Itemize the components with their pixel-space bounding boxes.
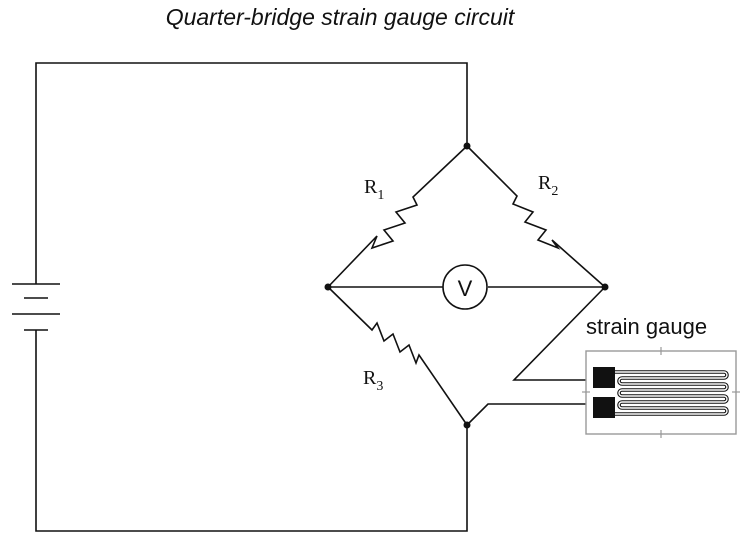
label-r1: R1 — [364, 176, 384, 203]
label-r2: R2 — [538, 172, 558, 199]
junction-nodes — [324, 142, 609, 429]
diagram-title: Quarter-bridge strain gauge circuit — [165, 4, 515, 30]
outer-wiring — [35, 62, 468, 532]
voltmeter-circle — [442, 264, 488, 310]
node-left — [324, 283, 332, 291]
node-bottom — [463, 421, 471, 429]
label-strain-gauge: strain gauge — [586, 314, 707, 339]
resistor-r1 — [327, 145, 468, 288]
resistor-r3 — [327, 286, 468, 426]
voltmeter: V — [328, 264, 605, 310]
node-right — [601, 283, 609, 291]
resistor-r2 — [466, 145, 606, 288]
node-top — [463, 142, 471, 150]
strain-gauge — [582, 347, 740, 438]
strain-gauge-backing — [585, 350, 737, 435]
voltmeter-label: V — [458, 276, 473, 301]
gauge-leads — [466, 286, 606, 426]
label-r3: R3 — [363, 367, 383, 394]
solder-tab-bottom — [593, 397, 615, 418]
battery-symbol — [12, 283, 60, 331]
solder-tab-top — [593, 367, 615, 388]
